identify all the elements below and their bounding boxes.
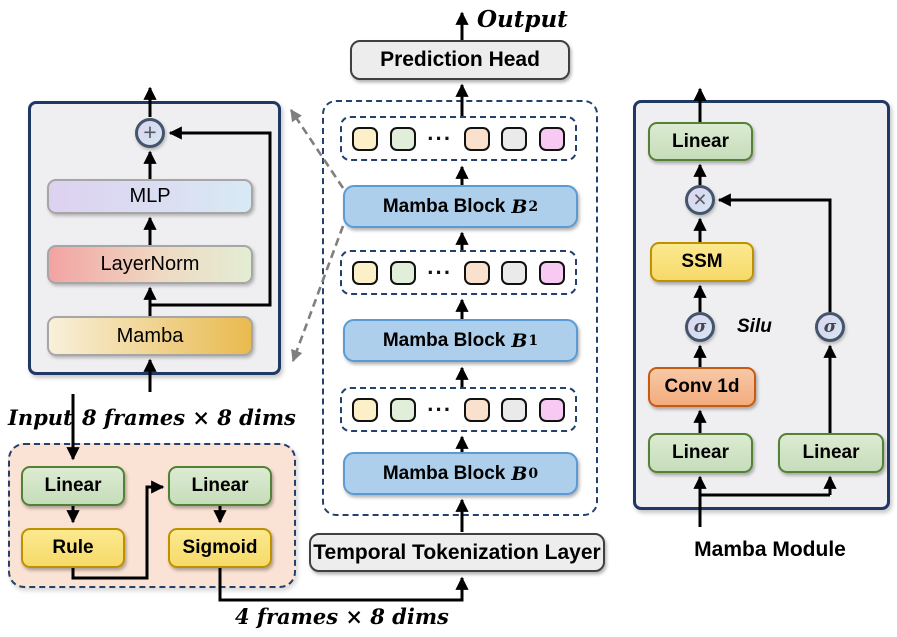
- conv1d-box: Conv 1d: [648, 367, 756, 407]
- mamba-block-label: Mamba Block: [382, 462, 506, 484]
- plus-symbol: +: [143, 118, 157, 145]
- layernorm-box: LayerNorm: [47, 245, 253, 284]
- block-variable: B: [511, 329, 528, 352]
- token: [352, 397, 378, 422]
- token: [463, 397, 490, 422]
- block-subscript: 0: [528, 465, 539, 482]
- backbone-container: [322, 100, 598, 516]
- rule-label: Rule: [52, 537, 94, 558]
- token: [538, 397, 565, 422]
- temporal-tokenization-layer-box: Temporal Tokenization Layer: [309, 533, 605, 572]
- tokenizer-sigmoid-box: Sigmoid: [168, 528, 272, 568]
- block-variable: B: [511, 462, 528, 485]
- token-row: ···: [340, 250, 577, 295]
- gate-sigma-icon: σ: [815, 312, 845, 342]
- token: [389, 126, 416, 151]
- token: [389, 397, 416, 422]
- ssm-label: SSM: [681, 251, 723, 272]
- mamba-box: Mamba: [47, 316, 253, 356]
- mlp-box: MLP: [47, 179, 253, 214]
- linear-label: Linear: [44, 475, 102, 496]
- token-ellipsis: ···: [427, 396, 453, 422]
- token: [463, 126, 490, 151]
- token: [501, 260, 528, 285]
- token: [352, 260, 378, 285]
- silu-label: Silu: [737, 316, 772, 337]
- token-ellipsis: ···: [427, 259, 453, 285]
- linear-label: Linear: [671, 130, 730, 152]
- prediction-head-label: Prediction Head: [380, 48, 540, 71]
- silu-sigma-icon: σ: [685, 312, 715, 342]
- block-variable: B: [511, 195, 528, 218]
- block-subscript: 1: [528, 332, 539, 349]
- module-linear-out-box: Linear: [648, 122, 753, 161]
- tokenizer-linear-left-box: Linear: [21, 466, 125, 506]
- layernorm-label: LayerNorm: [100, 253, 200, 275]
- linear-label: Linear: [671, 442, 730, 463]
- multiply-circle-icon: ×: [685, 185, 715, 215]
- token: [538, 126, 565, 151]
- prediction-head-box: Prediction Head: [350, 40, 570, 80]
- input-dims-label: 8 frames × 8 dims: [82, 405, 296, 430]
- tokenizer-linear-right-box: Linear: [168, 466, 272, 506]
- sigma-symbol: σ: [823, 316, 837, 337]
- module-linear-in-right-box: Linear: [778, 433, 884, 473]
- add-circle-icon: +: [135, 118, 165, 148]
- sigmoid-label: Sigmoid: [182, 537, 258, 558]
- token-ellipsis: ···: [427, 125, 453, 151]
- token: [463, 260, 490, 285]
- token: [538, 260, 565, 285]
- block-subscript: 2: [528, 198, 539, 215]
- mamba-block-label: Mamba Block: [382, 329, 506, 351]
- token: [501, 126, 528, 151]
- output-label: Output: [477, 6, 568, 33]
- token: [501, 397, 528, 422]
- mamba-label: Mamba: [116, 324, 184, 347]
- mamba-block-label: Mamba Block: [382, 195, 506, 217]
- sigma-symbol: σ: [693, 316, 707, 337]
- token-row: ···: [340, 116, 577, 161]
- module-linear-in-left-box: Linear: [648, 433, 753, 473]
- temporal-tokenization-label: Temporal Tokenization Layer: [313, 540, 601, 564]
- mamba-module-caption: Mamba Module: [694, 538, 846, 561]
- linear-label: Linear: [191, 475, 249, 496]
- tokenizer-rule-box: Rule: [21, 528, 125, 568]
- linear-label: Linear: [802, 442, 860, 463]
- token: [352, 126, 378, 151]
- conv1d-label: Conv 1d: [664, 376, 740, 397]
- input-label: Input: [8, 405, 73, 430]
- token: [389, 260, 416, 285]
- mlp-label: MLP: [129, 185, 171, 207]
- multiply-symbol: ×: [693, 185, 707, 212]
- ssm-box: SSM: [650, 242, 754, 282]
- token-dims-label: 4 frames × 8 dims: [235, 604, 449, 629]
- token-row: ···: [340, 387, 577, 432]
